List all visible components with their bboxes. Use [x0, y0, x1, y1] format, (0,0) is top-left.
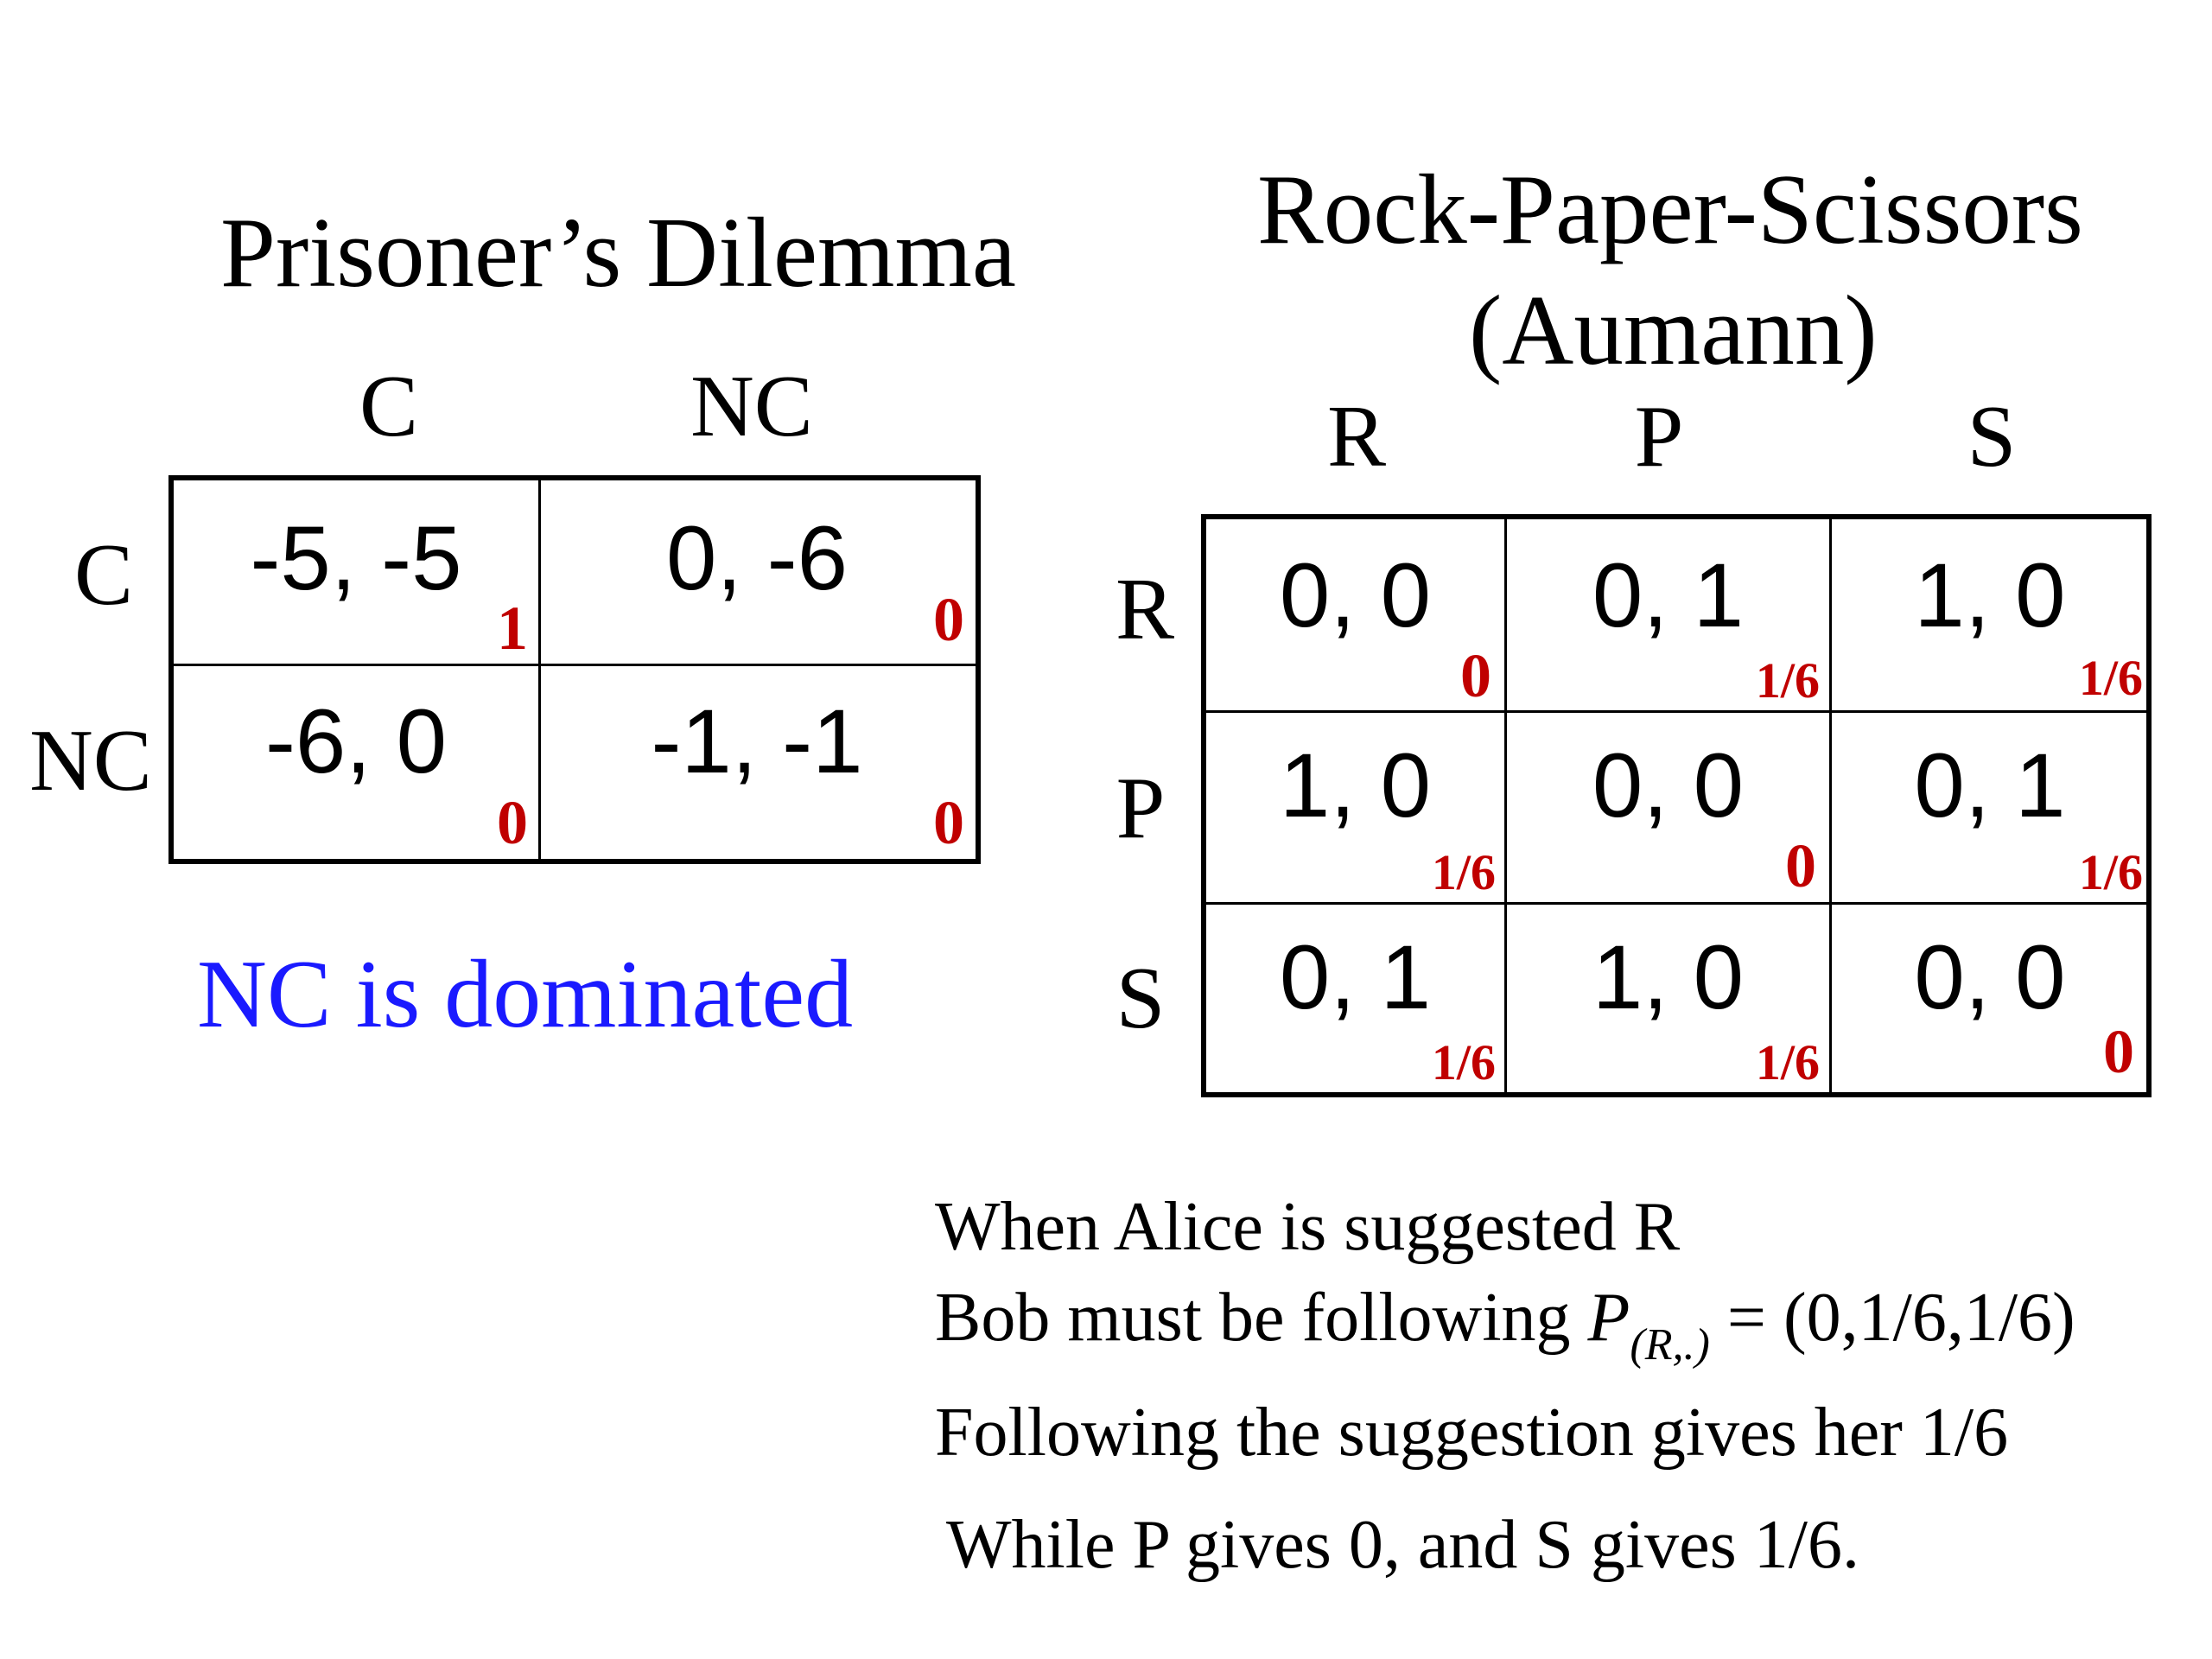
- rps-cell-prob: 1/6: [1431, 844, 1496, 900]
- pd-col-header-nc: NC: [690, 358, 813, 455]
- pd-cell-prob: 1: [497, 594, 528, 663]
- explanation-line-2-subscript: (R,.): [1630, 1320, 1710, 1370]
- rps-cell-prob: 0: [1460, 641, 1491, 710]
- pd-grid-col-divider: [538, 480, 541, 859]
- explanation-line-2: Bob must be following P(R,.) = (0,1/6,1/…: [935, 1283, 2075, 1368]
- pd-cell-payoff: -6, 0: [264, 691, 448, 792]
- rps-cell-payoff: 0, 0: [1279, 545, 1432, 646]
- explanation-line-3: Following the suggestion gives her 1/6: [935, 1395, 2009, 1471]
- rps-cell-payoff: 0, 1: [1914, 735, 2066, 836]
- rps-grid-col-divider: [1829, 519, 1832, 1092]
- rps-row-header-r: R: [1115, 561, 1175, 658]
- rps-grid-row-divider: [1206, 902, 2146, 905]
- rps-payoff-grid: 0, 0 0 0, 1 1/6 1, 0 1/6 1, 0 1/6 0, 0 0…: [1201, 514, 2152, 1097]
- pd-payoff-grid: -5, -5 1 0, -6 0 -6, 0 0 -1, -1 0: [168, 475, 981, 864]
- rps-cell-payoff: 1, 0: [1914, 545, 2066, 646]
- pd-cell-payoff: 0, -6: [665, 508, 849, 609]
- pd-row-header-nc: NC: [29, 712, 152, 810]
- rps-cell-payoff: 0, 1: [1592, 545, 1745, 646]
- pd-col-header-c: C: [359, 358, 419, 455]
- explanation-line-1: When Alice is suggested R: [935, 1189, 1681, 1265]
- rps-row-header-p: P: [1116, 760, 1166, 857]
- rps-cell-payoff: 1, 0: [1592, 927, 1745, 1028]
- rps-cell-prob: 1/6: [1431, 1034, 1496, 1090]
- rps-grid-row-divider: [1206, 710, 2146, 713]
- explanation-line-4: While P gives 0, and S gives 1/6.: [946, 1507, 1859, 1583]
- rps-cell-prob: 1/6: [1755, 1034, 1820, 1090]
- pd-row-header-c: C: [73, 526, 134, 624]
- rps-row-header-s: S: [1116, 950, 1166, 1047]
- rps-cell-payoff: 0, 1: [1279, 927, 1432, 1028]
- pd-cell-prob: 0: [933, 585, 964, 654]
- rps-cell-prob: 1/6: [2078, 844, 2143, 900]
- pd-cell-payoff: -1, -1: [651, 691, 863, 792]
- pd-title: Prisoner’s Dilemma: [220, 198, 1016, 308]
- pd-cell-prob: 0: [497, 788, 528, 857]
- pd-cell-prob: 0: [933, 788, 964, 857]
- rps-cell-payoff: 1, 0: [1279, 735, 1432, 836]
- rps-cell-payoff: 0, 0: [1914, 927, 2066, 1028]
- rps-col-header-r: R: [1326, 388, 1387, 486]
- rps-title: Rock-Paper-Scissors: [1257, 155, 2083, 264]
- rps-col-header-s: S: [1967, 388, 2017, 486]
- pd-cell-payoff: -5, -5: [250, 508, 462, 609]
- rps-cell-prob: 0: [1785, 831, 1816, 900]
- rps-grid-col-divider: [1504, 519, 1507, 1092]
- pd-grid-row-divider: [174, 664, 976, 666]
- explanation-line-2-equation: = (0,1/6,1/6): [1709, 1280, 2075, 1356]
- rps-cell-prob: 1/6: [1755, 652, 1820, 709]
- pd-dominated-note: NC is dominated: [197, 941, 854, 1048]
- rps-subtitle: (Aumann): [1469, 276, 1878, 385]
- explanation-line-2-text: Bob must be following: [935, 1280, 1588, 1356]
- rps-cell-prob: 0: [2103, 1017, 2134, 1086]
- explanation-line-2-p-symbol: P: [1587, 1280, 1630, 1356]
- rps-cell-payoff: 0, 0: [1592, 735, 1745, 836]
- rps-col-header-p: P: [1634, 388, 1684, 486]
- rps-cell-prob: 1/6: [2078, 650, 2143, 706]
